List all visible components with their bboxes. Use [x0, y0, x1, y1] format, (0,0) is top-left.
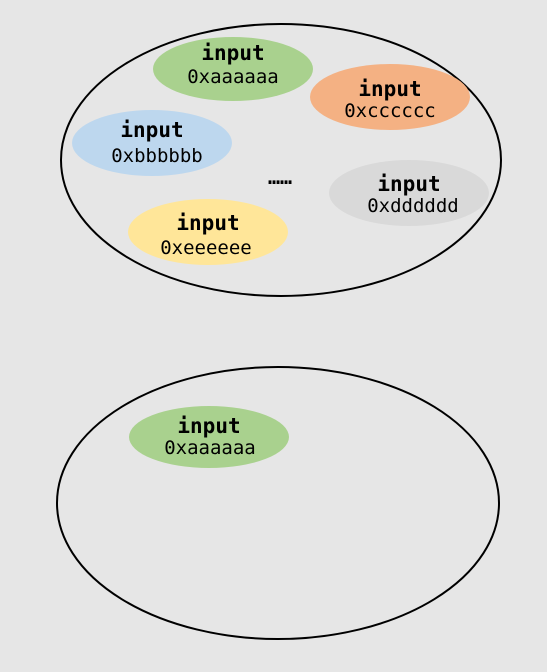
node-address: 0xeeeeee	[160, 237, 252, 259]
ellipsis-text: ……	[268, 165, 292, 189]
node-label: input	[377, 172, 440, 196]
node-address: 0xbbbbbb	[111, 145, 203, 167]
top-node-yellow: input 0xeeeeee	[128, 199, 288, 265]
top-node-green: input 0xaaaaaa	[153, 37, 313, 101]
top-node-gray: input 0xdddddd	[329, 160, 489, 226]
node-ellipse-blue	[72, 110, 232, 176]
node-ellipse-yellow	[128, 199, 288, 265]
bottom-set-container	[56, 366, 500, 640]
top-node-orange: input 0xcccccc	[310, 64, 470, 130]
node-ellipse-green	[129, 406, 289, 468]
node-address: 0xdddddd	[367, 195, 459, 217]
bottom-node-green: input 0xaaaaaa	[129, 406, 289, 468]
top-node-blue: input 0xbbbbbb	[72, 110, 232, 176]
node-label: input	[120, 118, 183, 142]
node-address: 0xcccccc	[344, 100, 436, 122]
node-ellipse-orange	[310, 64, 470, 130]
node-address: 0xaaaaaa	[187, 66, 279, 88]
node-label: input	[177, 414, 240, 438]
node-ellipse-green	[153, 37, 313, 101]
node-label: input	[358, 77, 421, 101]
top-set-container	[60, 23, 502, 297]
node-address: 0xaaaaaa	[164, 437, 256, 459]
node-label: input	[201, 41, 264, 65]
node-label: input	[176, 211, 239, 235]
node-ellipse-gray	[329, 160, 489, 226]
